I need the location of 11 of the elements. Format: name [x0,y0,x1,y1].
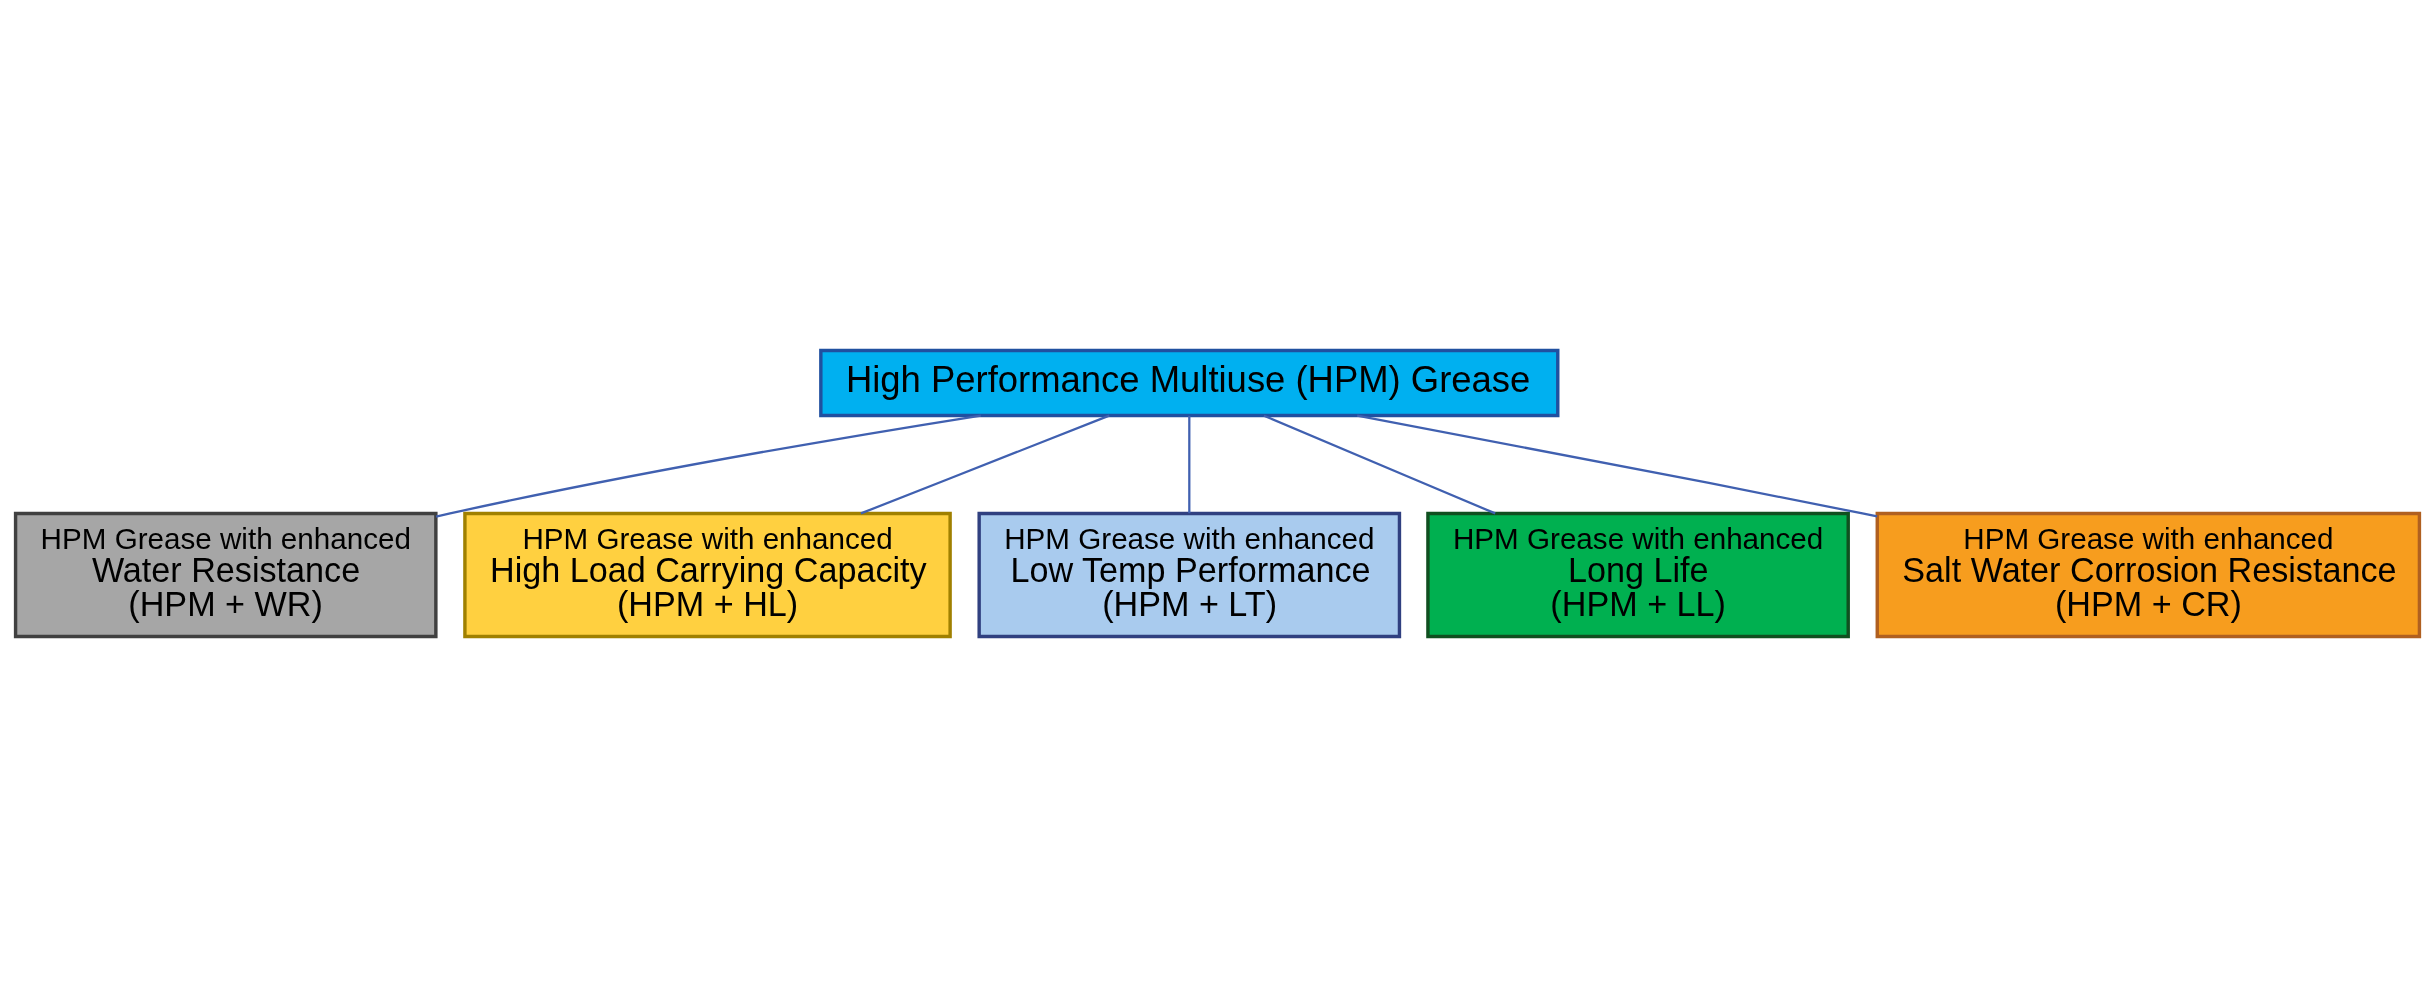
connector [1263,414,1496,515]
connector [1188,415,1191,514]
node-box: High Performance Multiuse (HPM) Grease [819,348,1560,418]
connector [435,414,981,518]
node-box: HPM Grease with enhanced Low Temp Performance (HPM + LT) [977,511,1402,639]
node-box: HPM Grease with enhanced High Load Carrying Capacity (HPM + HL) [463,511,952,639]
node-box: HPM Grease with enhanced Long Life (HPM + LL) [1426,511,1850,639]
connector [860,414,1110,515]
node-box: HPM Grease with enhanced Salt Water Corrosion Resistance (HPM + CR) [1875,511,2422,639]
connector [1356,414,1878,518]
node-box: HPM Grease with enhanced Water Resistance (HPM + WR) [13,511,438,639]
